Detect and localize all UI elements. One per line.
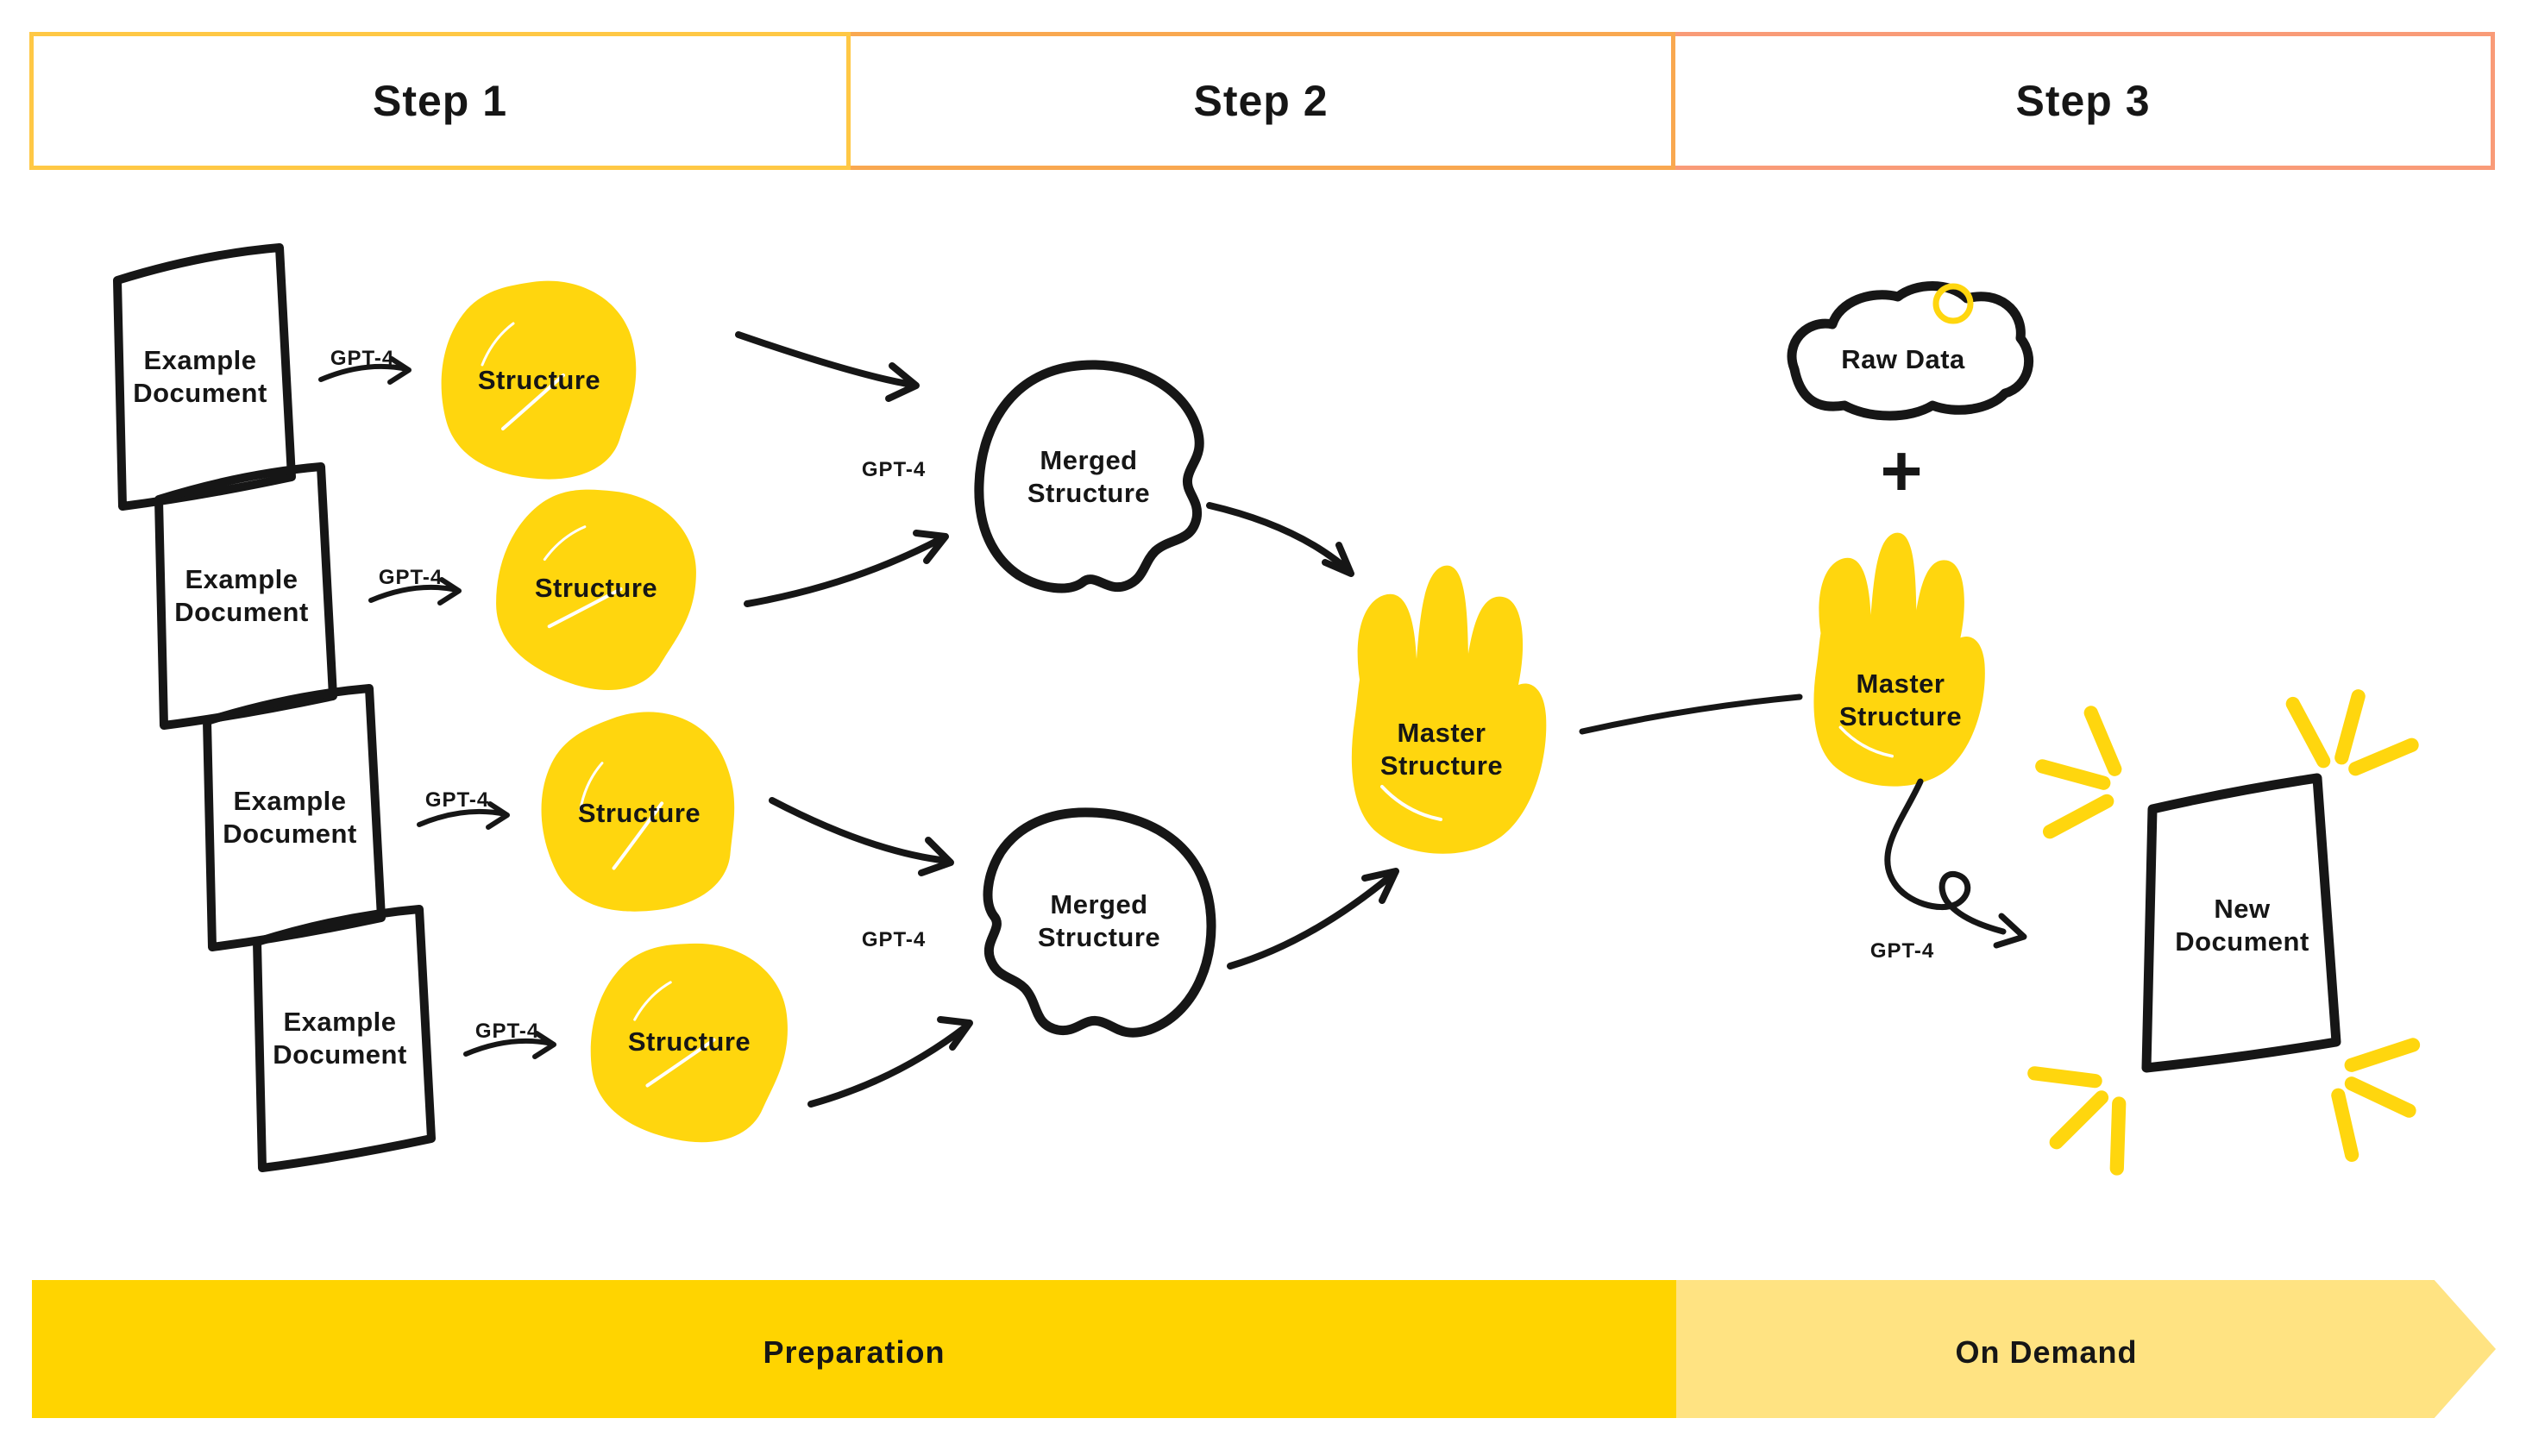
document-2-label: Example Document	[174, 564, 309, 627]
merged-structure-1-label: Merged Structure	[1027, 445, 1151, 508]
master-structure-blob	[1349, 563, 1549, 856]
merged2-to-master-arrow	[1227, 868, 1399, 970]
master-to-newdoc-squiggle-arrow	[1884, 778, 2027, 949]
preparation-phase-bar	[32, 1280, 1676, 1418]
structure-1-label: Structure	[477, 365, 601, 396]
gpt4-label-4: GPT-4	[474, 1020, 540, 1043]
structure4-to-merged2-arrow	[807, 1016, 973, 1108]
structure3-to-merged2-arrow	[769, 797, 954, 876]
master-structure-label: Master Structure	[1379, 718, 1504, 781]
document-1-label: Example Document	[133, 345, 267, 408]
on-demand-phase-arrow	[1676, 1280, 2496, 1418]
step2-label: Step 2	[1193, 77, 1329, 125]
new-document-paper	[2141, 773, 2341, 1073]
step3-header-box: Step 3	[1675, 32, 2495, 170]
structure1-to-merged1-arrow	[735, 331, 920, 402]
sparkle-burst-icon	[2277, 673, 2421, 792]
sparkle-burst-icon	[2019, 704, 2138, 848]
gpt4-label-2: GPT-4	[378, 566, 443, 589]
ondemand-master-structure-label: Master Structure	[1838, 668, 1963, 731]
step1-header-box: Step 1	[29, 32, 851, 170]
structure2-to-merged1-arrow	[744, 530, 949, 607]
raw-data-label: Raw Data	[1841, 344, 1965, 375]
step1-label: Step 1	[372, 77, 508, 125]
merged-structure-2-label: Merged Structure	[1037, 889, 1161, 952]
structure-3-label: Structure	[577, 798, 701, 829]
on-demand-label: On Demand	[1955, 1334, 2138, 1370]
document-3-label: Example Document	[223, 786, 357, 849]
ondemand-master-structure-blob	[1812, 530, 1987, 788]
merge-gpt4-label-2: GPT-4	[861, 928, 927, 951]
step2-header-box: Step 2	[851, 32, 1675, 170]
ondemand-gpt4-label: GPT-4	[1869, 939, 1935, 963]
highlight-ring-icon	[1932, 283, 1974, 324]
merged1-to-master-arrow	[1206, 502, 1354, 577]
plus-sign: +	[1880, 430, 1923, 511]
structure-2-label: Structure	[534, 573, 658, 604]
master-to-ondemand-line	[1579, 693, 1803, 735]
raw-data-cloud	[1787, 281, 2034, 421]
gpt4-label-1: GPT-4	[330, 347, 395, 370]
merge-gpt4-label-1: GPT-4	[861, 458, 927, 481]
sparkle-burst-icon	[2017, 1044, 2149, 1189]
gpt4-label-3: GPT-4	[424, 788, 490, 812]
step3-label: Step 3	[2015, 77, 2151, 125]
new-document-label: New Document	[2175, 894, 2309, 957]
document-4-label: Example Document	[273, 1007, 407, 1070]
structure-4-label: Structure	[627, 1026, 751, 1057]
preparation-label: Preparation	[763, 1334, 946, 1370]
